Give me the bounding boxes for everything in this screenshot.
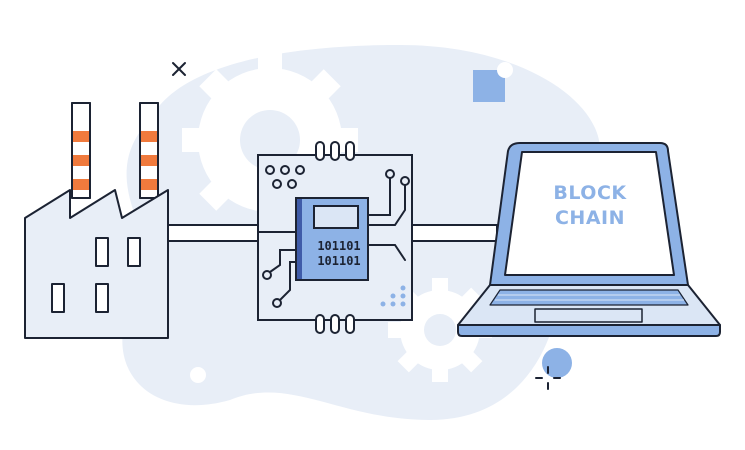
circle-icon-white <box>497 62 513 78</box>
circle-icon-blue <box>542 348 572 378</box>
circle-icon-white-small <box>190 367 206 383</box>
plus-icon <box>535 366 561 390</box>
keyboard-keys <box>495 294 684 301</box>
chip-binary-line-1: 101101 <box>317 239 361 253</box>
chip-binary-line-2: 101101 <box>317 254 361 268</box>
microchip-icon <box>295 197 369 281</box>
factory-icon <box>24 102 169 339</box>
cross-icon <box>172 62 186 76</box>
connector-pipe-right <box>411 224 498 242</box>
connector-pipe-left <box>167 224 259 242</box>
laptop-keyboard <box>489 289 689 306</box>
laptop-screen-line-2: CHAIN <box>554 207 626 229</box>
laptop-trackpad <box>534 308 643 323</box>
laptop-icon <box>457 142 721 337</box>
laptop-screen-line-1: BLOCK <box>553 182 627 204</box>
laptop-screen <box>504 151 675 276</box>
